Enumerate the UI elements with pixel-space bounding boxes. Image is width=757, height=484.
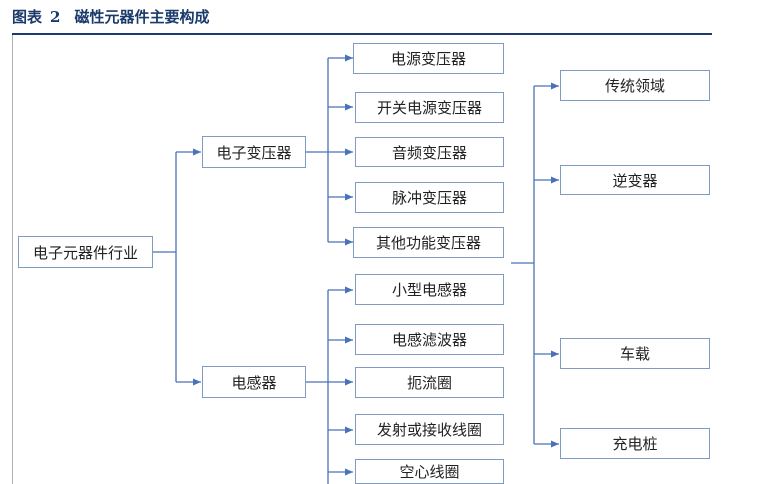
application-node: 充电桩 <box>560 428 710 459</box>
branch-node-inductor: 电感器 <box>202 366 306 398</box>
leaf-node: 空心线圈 <box>355 459 504 484</box>
leaf-node: 脉冲变压器 <box>355 182 504 213</box>
figure-number: 2 <box>50 8 61 26</box>
leaf-node: 其他功能变压器 <box>353 227 504 258</box>
figure-title: 图表 2 磁性元器件主要构成 <box>12 6 209 27</box>
leaf-node: 电感滤波器 <box>355 324 504 355</box>
application-node: 传统领域 <box>560 70 710 101</box>
leaf-node: 电源变压器 <box>353 43 504 74</box>
root-node: 电子元器件行业 <box>18 236 153 268</box>
figure-label: 图表 <box>12 8 43 26</box>
leaf-node: 小型电感器 <box>355 274 504 305</box>
leaf-node: 扼流圈 <box>355 367 504 398</box>
leaf-node: 开关电源变压器 <box>355 92 504 123</box>
figure-frame-left <box>12 35 13 484</box>
title-rule <box>12 33 712 35</box>
application-node: 逆变器 <box>560 165 710 195</box>
application-node: 车载 <box>560 338 710 369</box>
figure-caption: 磁性元器件主要构成 <box>74 8 210 26</box>
leaf-node: 发射或接收线圈 <box>355 414 504 445</box>
leaf-node: 音频变压器 <box>355 137 504 167</box>
branch-node-transformer: 电子变压器 <box>202 136 306 168</box>
